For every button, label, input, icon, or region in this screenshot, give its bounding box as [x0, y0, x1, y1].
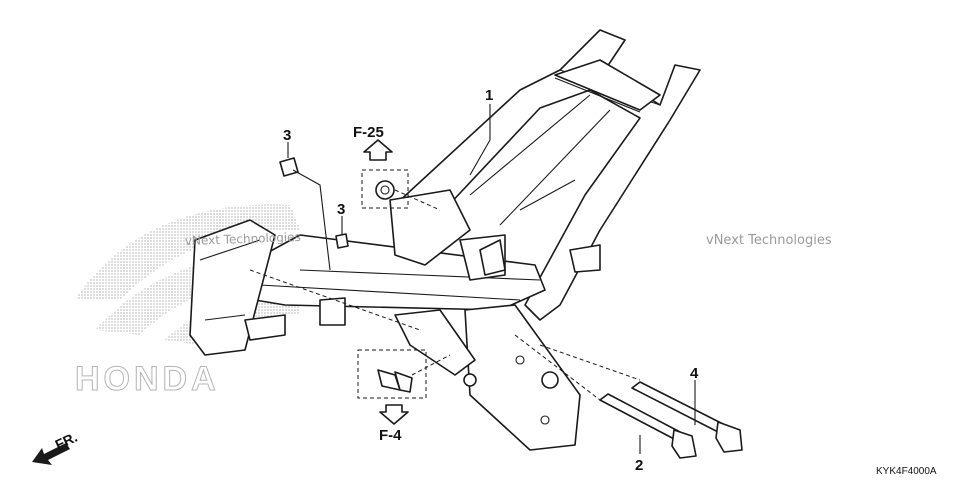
reference-f4-label: F-4: [379, 427, 402, 444]
nut-part-3-middle: [335, 216, 349, 249]
watermark-right: vNext Technologies: [706, 233, 832, 248]
bolt-part-4: [631, 381, 743, 453]
direction-label: FR.: [53, 429, 80, 453]
callout-3-middle: 3: [337, 201, 345, 218]
arrow-down-icon: [379, 404, 409, 425]
direction-arrow-icon: [32, 443, 70, 465]
reference-box-f4: [357, 349, 451, 425]
reference-box-f25: [361, 139, 441, 211]
callout-1: 1: [485, 87, 493, 104]
callout-2: 2: [635, 457, 643, 474]
figure-code: KYK4F4000A: [876, 466, 937, 477]
leader-line-1: [469, 104, 491, 176]
honda-logo-text: HONDA: [75, 360, 220, 398]
callout-3-upper: 3: [283, 127, 291, 144]
callout-4: 4: [690, 365, 699, 382]
bolt-part-2: [599, 393, 697, 459]
front-direction-indicator: FR.: [32, 429, 80, 465]
reference-f25-label: F-25: [353, 124, 384, 141]
watermark-left: vNext Technologies: [185, 230, 301, 248]
nut-part-3-upper: [279, 157, 331, 271]
arrow-up-icon: [363, 139, 393, 161]
frame-body: [189, 29, 701, 451]
